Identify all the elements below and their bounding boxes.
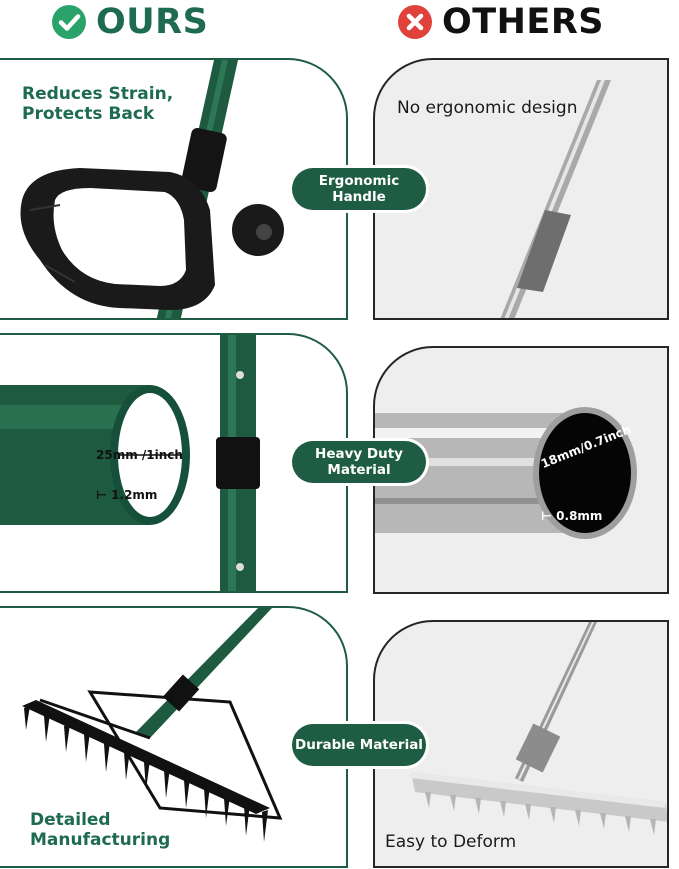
straight-pole-image [500,80,611,318]
others-header: OTHERS [398,0,604,44]
x-icon [398,5,432,39]
durable-material-pill: Durable Material [292,724,426,766]
others-handle-caption: No ergonomic design [397,98,578,118]
ours-handle-caption: Reduces Strain, Protects Back [22,84,174,124]
ergonomic-handle-pill: Ergonomic Handle [292,168,426,210]
heavy-duty-material-pill: Heavy Duty Material [292,441,426,483]
ours-material-panel: 25mm /1inch ⊢ 1.2mm [0,333,348,593]
others-thickness-label: ⊢ 0.8mm [541,509,603,523]
others-label: OTHERS [442,2,604,42]
thick-tube-image [0,335,260,591]
ours-rake-caption: Detailed Manufacturing [30,810,171,850]
ours-rake-panel: Detailed Manufacturing [0,606,348,868]
check-icon [52,5,86,39]
others-thickness-value: 0.8mm [556,509,603,523]
others-rake-panel: Easy to Deform [373,620,669,868]
others-rake-caption: Easy to Deform [385,832,517,852]
ours-thickness-value: 1.2mm [111,488,158,502]
ours-label: OURS [96,2,209,42]
ours-handle-panel: Reduces Strain, Protects Back [0,58,348,320]
ergonomic-handle-image [20,60,284,318]
ours-thickness-label: ⊢ 1.2mm [96,488,158,502]
green-rake-image [22,608,283,842]
ours-header: OURS [52,0,208,44]
ours-diameter-label: 25mm /1inch [96,448,183,462]
metal-rake-image [411,622,667,835]
